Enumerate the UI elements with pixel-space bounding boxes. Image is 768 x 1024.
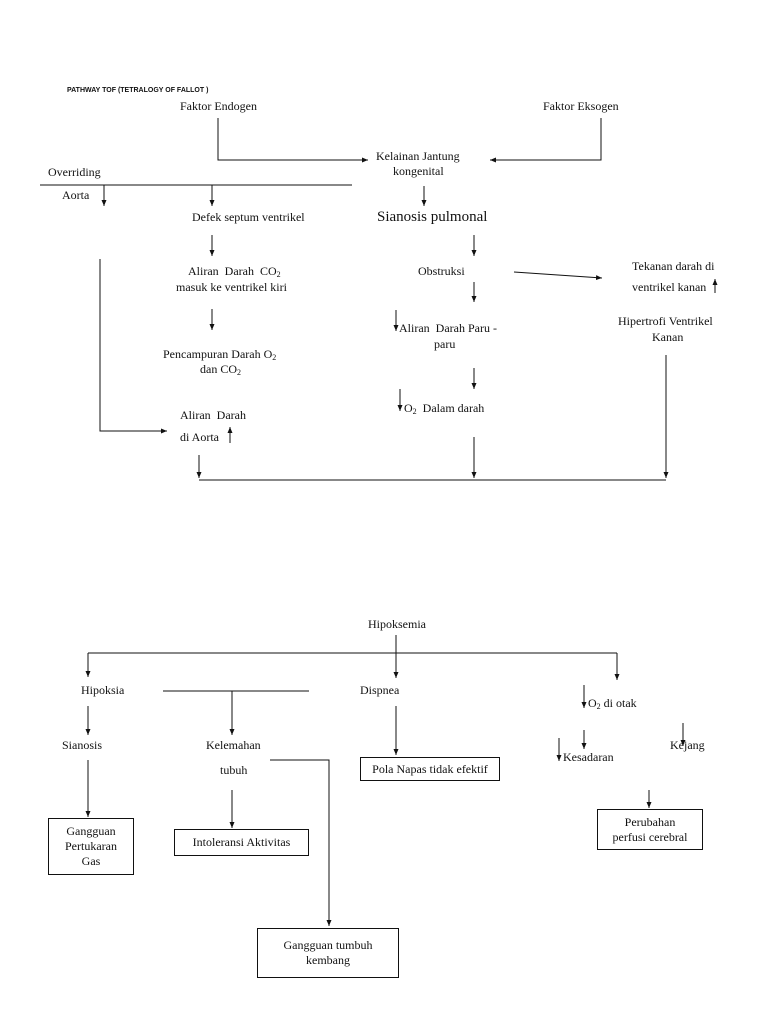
pola-napas-text: Pola Napas tidak efektif <box>372 761 488 776</box>
aliran-paru-line2: paru <box>434 337 456 351</box>
arrow-endogen-to-kelainan <box>217 118 368 163</box>
pola-napas-box: Pola Napas tidak efektif <box>360 757 500 781</box>
o2-darah-subscript: 2 <box>412 407 417 416</box>
pencampuran-co2-subscript: 2 <box>237 368 241 377</box>
faktor-endogen-label: Faktor Endogen <box>180 99 257 113</box>
hipertrofi-line1: Hipertrofi Ventrikel <box>618 314 713 328</box>
pencampuran-line1: Pencampuran Darah O2 <box>163 347 277 362</box>
o2-otak-prefix: O <box>588 696 597 710</box>
arrow-obstruksi-to-tekanan <box>513 271 603 281</box>
aliran-co2-text: Aliran Darah CO <box>188 264 277 278</box>
kelemahan-line1: Kelemahan <box>206 738 261 752</box>
arrow-aorta-to-aliran-aorta <box>99 259 167 434</box>
aliran-co2-subscript: 2 <box>276 270 281 279</box>
o2-otak-subscript: 2 <box>596 702 601 711</box>
sianosis-pulmonal-label: Sianosis pulmonal <box>377 209 488 225</box>
kelainan-jantung-line1: Kelainan Jantung <box>376 149 460 163</box>
perubahan-perfusi-line1: Perubahan <box>624 814 676 829</box>
kesadaran-label: Kesadaran <box>563 750 614 764</box>
pencampuran-co2-text: dan CO <box>200 362 237 376</box>
gangguan-pertukaran-gas-box: Gangguan Pertukaran Gas <box>48 818 134 875</box>
aliran-co2-line1: Aliran Darah CO2 <box>188 264 281 279</box>
kelemahan-line2: tubuh <box>220 763 248 777</box>
o2-dalam-darah-label: O2 Dalam darah <box>404 401 485 416</box>
obstruksi-label: Obstruksi <box>418 264 465 278</box>
o2-otak-suffix: di otak <box>600 696 637 710</box>
aliran-aorta-line1: Aliran Darah <box>180 408 246 422</box>
gangguan-pertukaran-gas-line2: Pertukaran <box>65 839 117 853</box>
sianosis-label: Sianosis <box>62 738 103 752</box>
aorta-label: Aorta <box>62 188 90 202</box>
pathway-title: PATHWAY TOF (TETRALOGY OF FALLOT ) <box>67 87 209 94</box>
hipoksia-label: Hipoksia <box>81 683 125 697</box>
gangguan-tumbuh-kembang-line1: Gangguan tumbuh <box>283 938 373 952</box>
intoleransi-aktivitas-text: Intoleransi Aktivitas <box>192 835 291 849</box>
aliran-paru-line1: Aliran Darah Paru - <box>399 321 497 335</box>
o2-darah-suffix: Dalam darah <box>416 401 485 415</box>
gangguan-pertukaran-gas-line1: Gangguan <box>66 824 116 838</box>
perubahan-perfusi-line2: perfusi cerebral <box>612 829 688 844</box>
kejang-label: Kejang <box>670 738 705 752</box>
pencampuran-text: Pencampuran Darah O <box>163 347 273 361</box>
tekanan-darah-line1: Tekanan darah di <box>632 259 715 273</box>
pencampuran-o2-subscript: 2 <box>272 353 277 362</box>
hipertrofi-line2: Kanan <box>652 330 684 344</box>
pencampuran-line2: dan CO2 <box>200 362 241 377</box>
kelainan-jantung-line2: kongenital <box>393 164 444 178</box>
overriding-label: Overriding <box>48 165 101 179</box>
gangguan-pertukaran-gas-line3: Gas <box>81 854 101 868</box>
o2-darah-prefix: O <box>404 401 413 415</box>
faktor-eksogen-label: Faktor Eksogen <box>543 99 619 113</box>
tekanan-darah-line2: ventrikel kanan <box>632 280 707 294</box>
aliran-aorta-line2: di Aorta <box>180 430 219 444</box>
intoleransi-aktivitas-box: Intoleransi Aktivitas <box>174 829 309 856</box>
perubahan-perfusi-box: Perubahan perfusi cerebral <box>597 809 703 850</box>
aliran-co2-line2: masuk ke ventrikel kiri <box>176 280 287 294</box>
defek-septum-label: Defek septum ventrikel <box>192 210 305 224</box>
arrow-eksogen-to-kelainan <box>490 118 602 163</box>
hipoksemia-label: Hipoksemia <box>368 617 426 631</box>
o2-di-otak-label: O2 di otak <box>588 696 637 711</box>
dispnea-label: Dispnea <box>360 683 400 697</box>
gangguan-tumbuh-kembang-box: Gangguan tumbuh kembang <box>257 928 399 978</box>
gangguan-tumbuh-kembang-line2: kembang <box>306 953 350 967</box>
